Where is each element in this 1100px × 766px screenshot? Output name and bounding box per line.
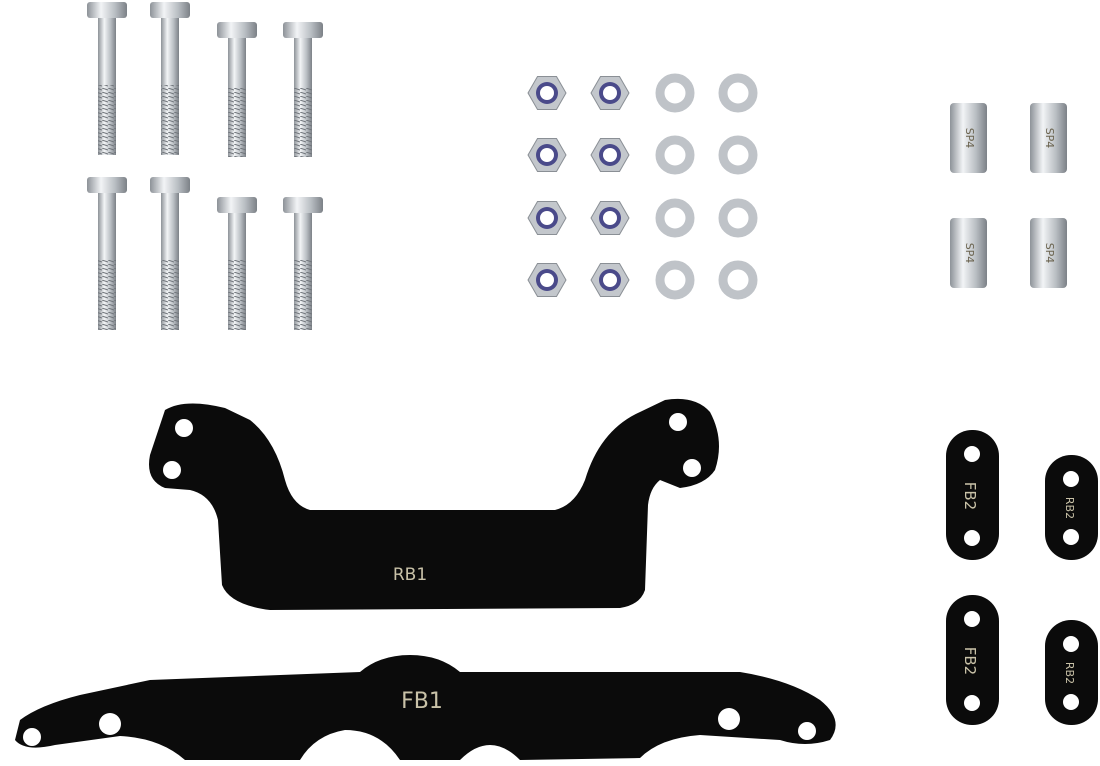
nuts-group	[527, 73, 758, 300]
spacer-sp4: SP4	[1030, 103, 1067, 173]
rear-plate-rb2: RB2	[1045, 455, 1098, 560]
spacer-sp4: SP4	[950, 218, 987, 288]
washer	[718, 135, 758, 175]
bolt	[217, 22, 257, 157]
washer	[718, 260, 758, 300]
washer	[655, 135, 695, 175]
lock-nut	[590, 138, 630, 172]
lock-nut	[590, 76, 630, 110]
bolt	[87, 2, 127, 155]
spacer-sp4: SP4	[950, 103, 987, 173]
bolt	[150, 177, 190, 330]
washer	[655, 73, 695, 113]
fb2-label: FB2	[961, 482, 979, 510]
washer	[655, 260, 695, 300]
rb1-label: RB1	[393, 565, 427, 585]
sp4-label: SP4	[1043, 128, 1056, 149]
bolt	[87, 177, 127, 330]
lock-nut	[527, 76, 567, 110]
sp4-label: SP4	[963, 128, 976, 149]
lock-nut	[527, 201, 567, 235]
rb2-label: RB2	[1063, 497, 1076, 519]
bolt	[283, 22, 323, 157]
washer	[655, 198, 695, 238]
lock-nut	[590, 201, 630, 235]
lock-nut	[590, 263, 630, 297]
fb2-label: FB2	[961, 647, 979, 675]
washer	[718, 73, 758, 113]
front-bar-fb1: FB1	[15, 655, 836, 760]
rear-bracket-rb1: RB1	[149, 398, 719, 610]
bolts-group	[87, 2, 323, 330]
sp4-label: SP4	[1043, 243, 1056, 264]
lock-nut	[527, 263, 567, 297]
spacer-sp4: SP4	[1030, 218, 1067, 288]
washer	[718, 198, 758, 238]
rb2-label: RB2	[1063, 662, 1076, 684]
front-plate-fb2: FB2	[946, 595, 999, 725]
rear-plate-rb2: RB2	[1045, 620, 1098, 725]
bolt	[150, 2, 190, 155]
front-plate-fb2: FB2	[946, 430, 999, 560]
bolt	[283, 197, 323, 330]
bolt	[217, 197, 257, 330]
sp4-label: SP4	[963, 243, 976, 264]
fb1-label: FB1	[401, 689, 443, 714]
lock-nut	[527, 138, 567, 172]
